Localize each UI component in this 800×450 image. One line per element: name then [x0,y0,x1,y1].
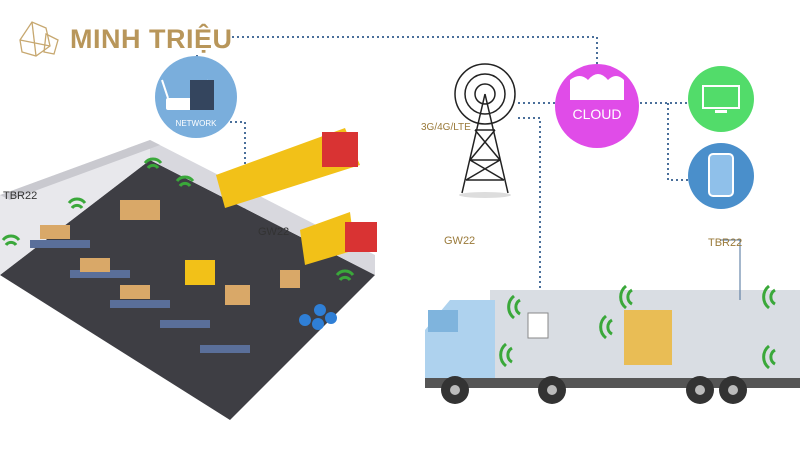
network-node [155,56,237,138]
truck-sensor-label: TBR22 [708,237,743,249]
truck-gateway-label: GW22 [444,235,476,247]
truck-illustration [425,239,800,404]
monitor-node [688,66,754,132]
warehouse-sensor-label: TBR22 [3,190,38,202]
connector-lines [196,36,688,305]
network-label: NETWORK [175,119,217,128]
cloud-label: CLOUD [572,106,622,122]
brand-logo: MINH TRIỆU [70,24,233,54]
warehouse-gateway-label: GW22 [258,226,290,238]
logo-gem-icon [19,21,59,57]
phone-node [688,143,754,209]
tower-label: 3G/4G/LTE [421,122,471,133]
cloud-node [555,64,639,148]
warehouse-illustration [0,128,377,420]
wifi-signal-icons [1,157,776,370]
cell-tower-icon [454,63,516,198]
